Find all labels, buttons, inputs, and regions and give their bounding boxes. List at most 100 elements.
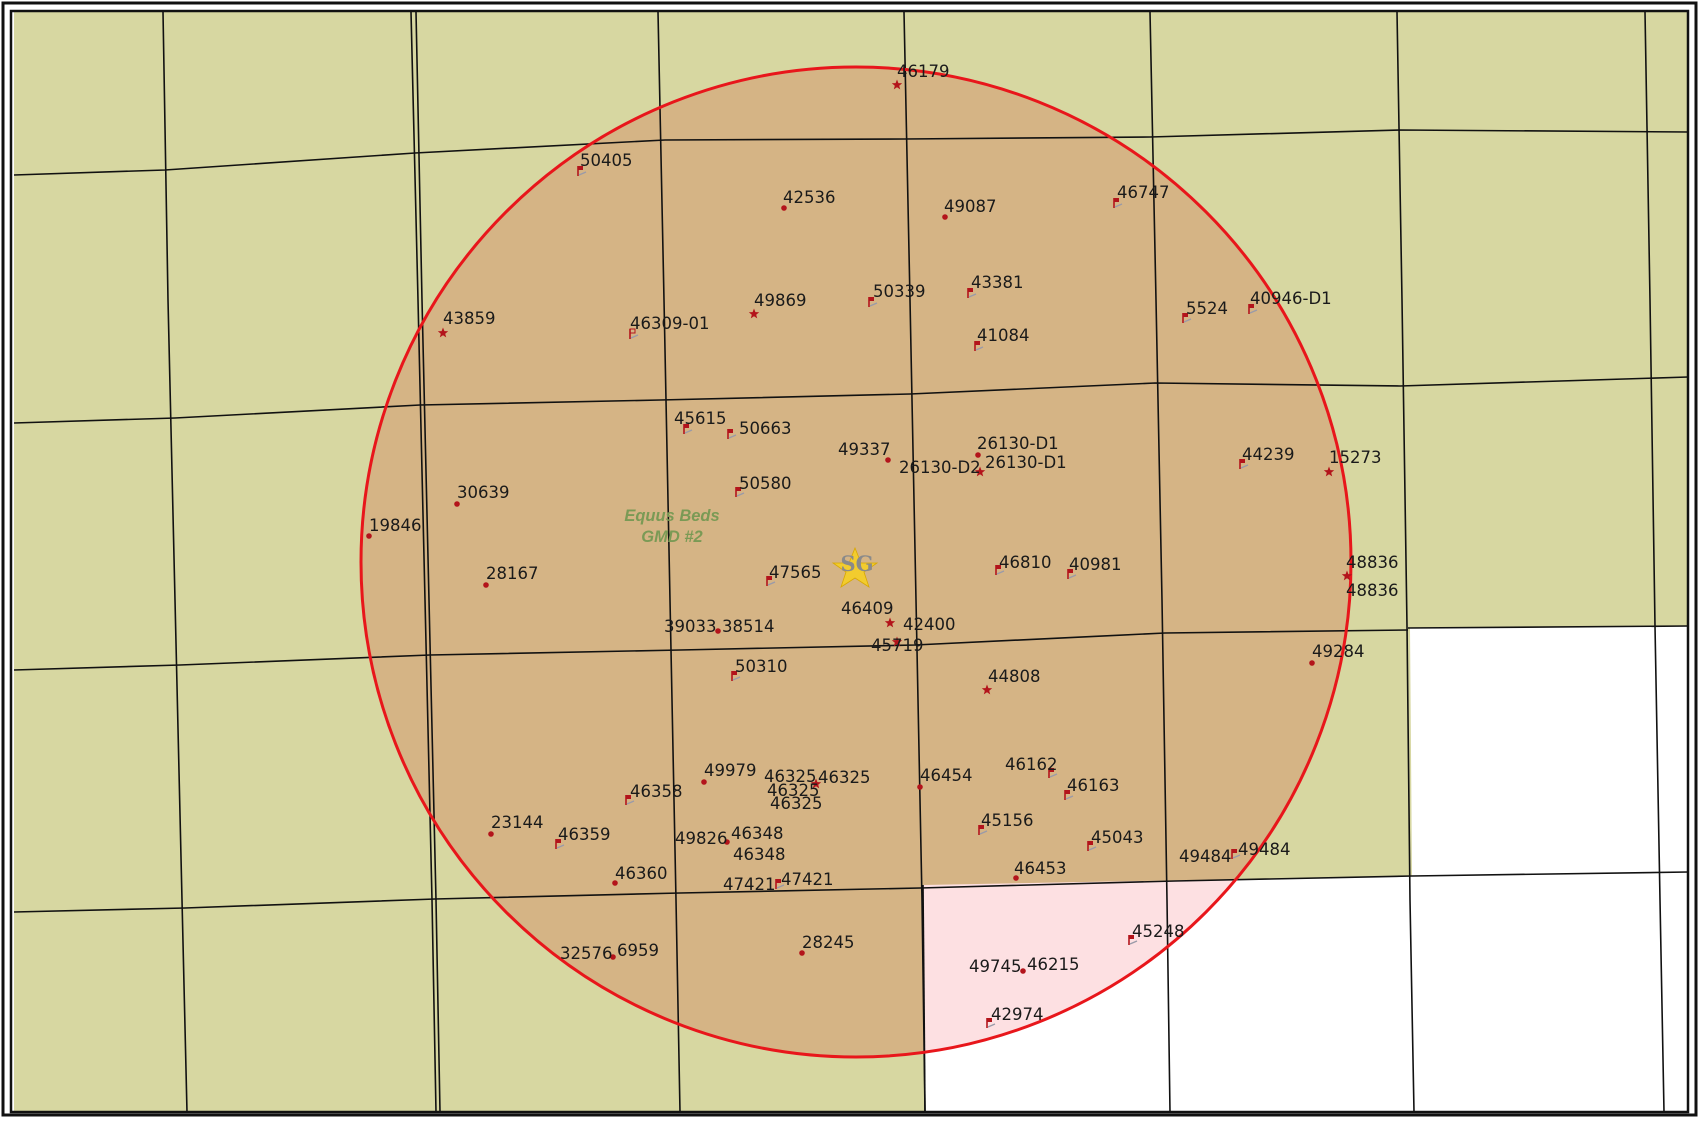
well-label: 45248 xyxy=(1132,922,1185,941)
well-flag-icon[interactable] xyxy=(1128,935,1138,945)
well-label: 49087 xyxy=(944,197,997,216)
site-center-marker[interactable]: SG xyxy=(831,546,879,588)
well-label: 5524 xyxy=(1186,299,1228,318)
well-label: 46215 xyxy=(1027,955,1080,974)
well-label: 49979 xyxy=(704,761,757,780)
well-label: 49745 xyxy=(969,957,1022,976)
well-star-icon[interactable] xyxy=(748,308,760,319)
well-label: 45615 xyxy=(674,409,727,428)
well-label: 46747 xyxy=(1117,183,1170,202)
well-flag-icon[interactable] xyxy=(731,671,741,681)
well-label: 49484 xyxy=(1179,847,1232,866)
well-label: 42536 xyxy=(783,188,836,207)
well-flag-icon[interactable] xyxy=(555,839,565,849)
well-dot-icon[interactable] xyxy=(885,457,891,463)
well-flag-icon[interactable] xyxy=(995,565,1005,575)
well-star-icon[interactable] xyxy=(884,617,896,628)
well-label: 46348 xyxy=(733,845,786,864)
well-label: 49284 xyxy=(1312,642,1365,661)
well-dot-icon[interactable] xyxy=(612,880,618,886)
well-label: 47565 xyxy=(769,563,822,582)
well-flag-icon[interactable] xyxy=(625,795,635,805)
well-dot-icon[interactable] xyxy=(1309,660,1315,666)
well-flag-icon[interactable] xyxy=(986,1018,996,1028)
well-dot-icon[interactable] xyxy=(1013,875,1019,881)
well-star-icon[interactable] xyxy=(891,79,903,90)
well-star-icon[interactable] xyxy=(974,466,986,477)
well-label: 46325 xyxy=(764,767,817,786)
well-flag-icon[interactable] xyxy=(868,297,878,307)
well-label: 43381 xyxy=(971,273,1024,292)
well-dot-icon[interactable] xyxy=(799,950,805,956)
well-label: 28245 xyxy=(802,933,855,952)
radius-circle xyxy=(359,65,1353,1059)
well-label: 46358 xyxy=(630,782,683,801)
well-flag-icon[interactable] xyxy=(1239,459,1249,469)
well-dot-icon[interactable] xyxy=(1020,968,1026,974)
well-star-icon[interactable] xyxy=(437,327,449,338)
well-dot-icon[interactable] xyxy=(610,954,616,960)
well-dot-icon[interactable] xyxy=(781,205,787,211)
well-flag-icon[interactable] xyxy=(978,825,988,835)
well-dot-icon[interactable] xyxy=(483,582,489,588)
well-flag-icon[interactable] xyxy=(1087,841,1097,851)
well-label: 46325 xyxy=(770,794,823,813)
well-label: 42974 xyxy=(991,1005,1044,1024)
well-star-icon[interactable] xyxy=(1323,466,1335,477)
center-star-icon xyxy=(831,546,879,588)
well-dot-icon[interactable] xyxy=(366,533,372,539)
well-flag-icon[interactable] xyxy=(1113,198,1123,208)
well-label: 26130-D1 xyxy=(985,453,1067,472)
well-flag-icon[interactable] xyxy=(766,576,776,586)
well-label: 42400 xyxy=(903,615,956,634)
well-label: 46325 xyxy=(767,781,820,800)
well-flag-icon[interactable] xyxy=(1064,790,1074,800)
well-label: 46348 xyxy=(731,824,784,843)
well-dot-icon[interactable] xyxy=(488,831,494,837)
well-dot-icon[interactable] xyxy=(454,501,460,507)
well-label: 50310 xyxy=(735,657,788,676)
well-label: 49484 xyxy=(1238,840,1291,859)
well-label: 46453 xyxy=(1014,859,1067,878)
well-star-icon[interactable] xyxy=(1341,570,1353,581)
well-flag-icon[interactable] xyxy=(1182,313,1192,323)
well-label: 32576 xyxy=(560,944,613,963)
well-star-icon[interactable] xyxy=(810,778,822,789)
well-label: 47421 xyxy=(723,875,776,894)
well-flag-icon[interactable] xyxy=(1067,569,1077,579)
well-label: 50663 xyxy=(739,419,792,438)
well-dot-icon[interactable] xyxy=(715,628,721,634)
well-flag-icon[interactable] xyxy=(683,424,693,434)
well-label: 23144 xyxy=(491,813,544,832)
well-label: 46359 xyxy=(558,825,611,844)
well-label: 47421 xyxy=(781,870,834,889)
well-dot-icon[interactable] xyxy=(975,452,981,458)
well-label: 49826 xyxy=(675,829,728,848)
well-star-icon[interactable] xyxy=(891,636,903,647)
well-label: 46163 xyxy=(1067,776,1120,795)
well-flag-icon[interactable] xyxy=(1231,849,1241,859)
section-grid xyxy=(13,11,1689,1113)
well-label: 46162 xyxy=(1005,755,1058,774)
well-dot-icon[interactable] xyxy=(724,839,730,845)
well-flag-icon[interactable] xyxy=(727,429,737,439)
well-label: 44239 xyxy=(1242,445,1295,464)
well-label: 43859 xyxy=(443,309,496,328)
well-flag-icon[interactable] xyxy=(967,288,977,298)
well-dot-icon[interactable] xyxy=(917,784,923,790)
well-flag-icon[interactable] xyxy=(1248,304,1258,314)
well-flag-icon[interactable] xyxy=(1048,768,1058,778)
well-dot-icon[interactable] xyxy=(701,779,707,785)
well-flag-icon[interactable] xyxy=(629,328,639,339)
well-flag-icon[interactable] xyxy=(775,879,785,889)
well-dot-icon[interactable] xyxy=(942,214,948,220)
well-label: 39033 xyxy=(664,617,717,636)
well-flag-icon[interactable] xyxy=(577,166,587,176)
well-flag-icon[interactable] xyxy=(974,341,984,351)
well-star-icon[interactable] xyxy=(981,684,993,695)
well-label: 19846 xyxy=(369,516,422,535)
well-label: 46360 xyxy=(615,864,668,883)
well-flag-icon[interactable] xyxy=(735,487,745,497)
